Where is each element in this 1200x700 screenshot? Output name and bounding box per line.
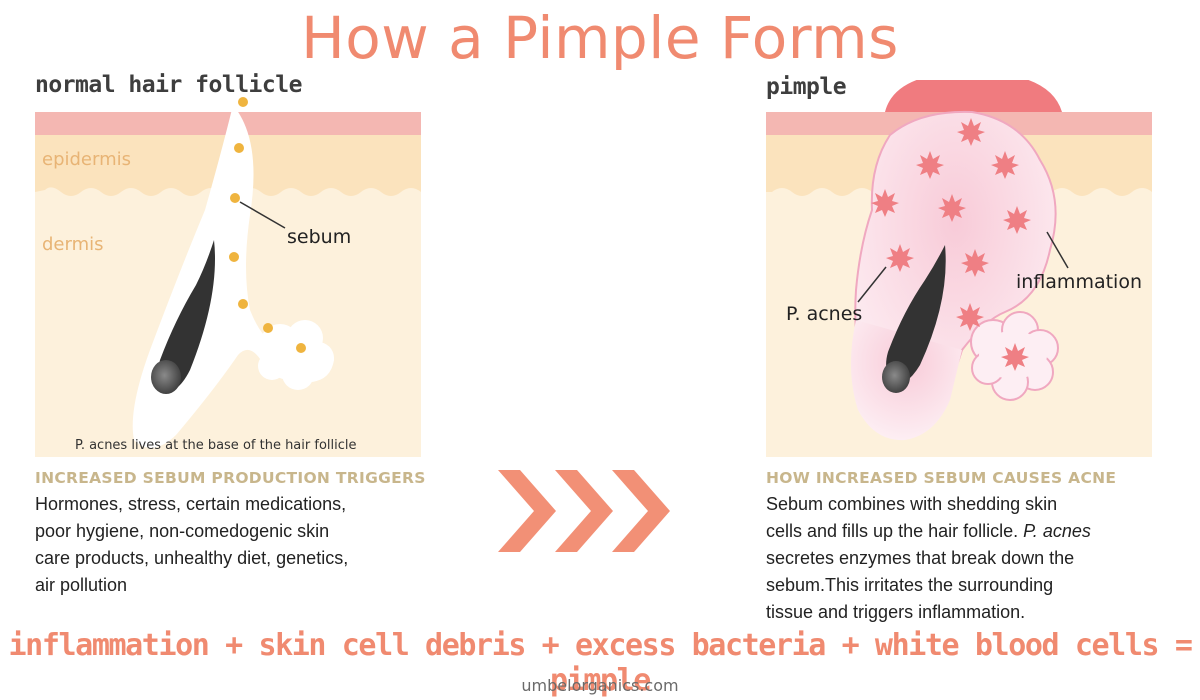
bacteria-star <box>1003 206 1031 234</box>
bacteria-star <box>991 151 1019 179</box>
sebum-dots <box>229 143 306 353</box>
pimple-bump <box>885 80 1062 112</box>
p-acnes-label: P. acnes <box>786 303 862 325</box>
hair-bulb <box>151 360 181 394</box>
pimple-panel: inflammation P. acnes <box>766 80 1152 457</box>
right-panel-label: pimple <box>766 74 847 100</box>
bacteria-star <box>957 118 985 146</box>
causes-text: cells and fills up the hair follicle. <box>766 521 1024 541</box>
chevron-arrow-icon <box>555 470 613 552</box>
pimple-equation: inflammation + skin cell debris + excess… <box>8 628 1193 698</box>
causes-line: Sebum combines with shedding skin <box>766 494 1058 514</box>
p-acnes-italic: P. acnes <box>1023 521 1091 541</box>
left-panel-label: normal hair follicle <box>35 72 302 98</box>
hair-shaft <box>158 240 215 392</box>
causes-body: Sebum combines with shedding skin cells … <box>766 491 1091 626</box>
triggers-line: air pollution <box>35 575 128 595</box>
bacteria-callout-line <box>857 266 887 303</box>
causes-heading: HOW INCREASED SEBUM CAUSES ACNE <box>766 469 1117 487</box>
dermis-label: dermis <box>42 234 104 255</box>
hair-shaft-right <box>886 245 946 385</box>
triggers-line: care products, unhealthy diet, genetics, <box>35 548 349 568</box>
causes-line: cells and fills up the hair follicle. P.… <box>766 518 1091 545</box>
footer-site: umbelorganics.com <box>521 676 679 695</box>
sebaceous-gland-lobe <box>258 352 286 380</box>
bacteria-star <box>916 151 944 179</box>
causes-line: sebum.This irritates the surrounding <box>766 575 1054 595</box>
chevron-arrow-icon <box>498 470 556 552</box>
epidermis-label: epidermis <box>42 149 131 170</box>
bacteria-star <box>871 189 899 217</box>
bacteria-star <box>1001 343 1029 371</box>
pimple-diagram: epidermis dermis sebum P. acnes lives at… <box>35 80 1152 457</box>
inflammation-label: inflammation <box>1016 271 1142 293</box>
sebum-label: sebum <box>287 226 351 248</box>
causes-line: secretes enzymes that break down the <box>766 548 1075 568</box>
page-title: How a Pimple Forms <box>301 4 899 72</box>
triggers-line: poor hygiene, non-comedogenic skin <box>35 521 330 541</box>
triggers-line: Hormones, stress, certain medications, <box>35 494 347 514</box>
inflammation-callout-line <box>1046 231 1069 269</box>
causes-line: tissue and triggers inflammation. <box>766 602 1026 622</box>
chevron-arrow-icon <box>612 470 670 552</box>
normal-follicle-panel: epidermis dermis sebum P. acnes lives at… <box>35 97 421 457</box>
arrow-strip <box>498 470 670 552</box>
follicle-caption: P. acnes lives at the base of the hair f… <box>75 438 357 453</box>
bacteria-star <box>956 303 984 331</box>
skin-surface <box>35 112 421 135</box>
hair-bulb-right <box>882 361 910 393</box>
bacteria-group <box>871 118 1031 371</box>
bacteria-star <box>886 244 914 272</box>
sebum-dot-top <box>238 97 248 107</box>
bacteria-star <box>961 249 989 277</box>
sebaceous-gland-lobe <box>282 358 314 390</box>
triggers-heading: INCREASED SEBUM PRODUCTION TRIGGERS <box>35 469 426 487</box>
bacteria-star <box>938 194 966 222</box>
sebum-callout-line <box>239 201 286 229</box>
triggers-body: Hormones, stress, certain medications, p… <box>35 491 348 599</box>
